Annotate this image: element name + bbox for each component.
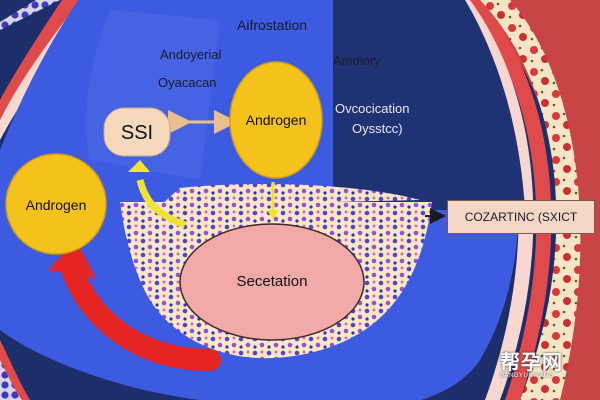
secretion-node — [179, 223, 365, 341]
watermark-sub: BANGYUNWANG — [500, 373, 554, 379]
tissue-band-cells — [480, 0, 581, 400]
yellow-down-head — [267, 210, 279, 220]
ssi-node — [103, 107, 171, 157]
yellow-curve-head — [128, 160, 150, 172]
tissue-band-pink — [458, 0, 534, 400]
androgen-left-node — [5, 153, 107, 255]
androgen-top-label: Androgen — [245, 112, 307, 128]
androgen-left-label: Androgen — [25, 197, 87, 213]
label-top-center: Aifrostation — [237, 17, 308, 33]
left-band-beads — [0, 0, 60, 30]
cell-tissue-top — [160, 184, 420, 206]
label-top-left-1: Andoyerial — [160, 47, 222, 62]
secretion-label: Secetation — [236, 273, 308, 290]
watermark-logo: 帮孕网 BANGYUNWANG — [500, 346, 563, 379]
label-top-left-2: Oyacacan — [158, 75, 217, 90]
left-bottom-beads — [0, 360, 22, 400]
red-arrow-head — [48, 240, 96, 278]
androgen-top-node — [229, 61, 323, 179]
red-arrow — [61, 259, 221, 371]
yellow-curve-arrow — [136, 179, 187, 229]
output-label: COZARTINC (SXICT — [464, 210, 578, 224]
ssi-label: SSI — [120, 122, 154, 144]
label-right-1: Ovcocication — [335, 101, 410, 116]
tissue-band-red — [465, 0, 552, 400]
watermark-main: 帮孕网 — [500, 352, 563, 374]
output-box: COZARTINC (SXICT — [447, 200, 595, 234]
label-top-right: Amdiory — [333, 53, 381, 68]
chamber-dark-quadrant — [333, 0, 525, 210]
label-right-2: Oysstcc) — [352, 121, 403, 136]
